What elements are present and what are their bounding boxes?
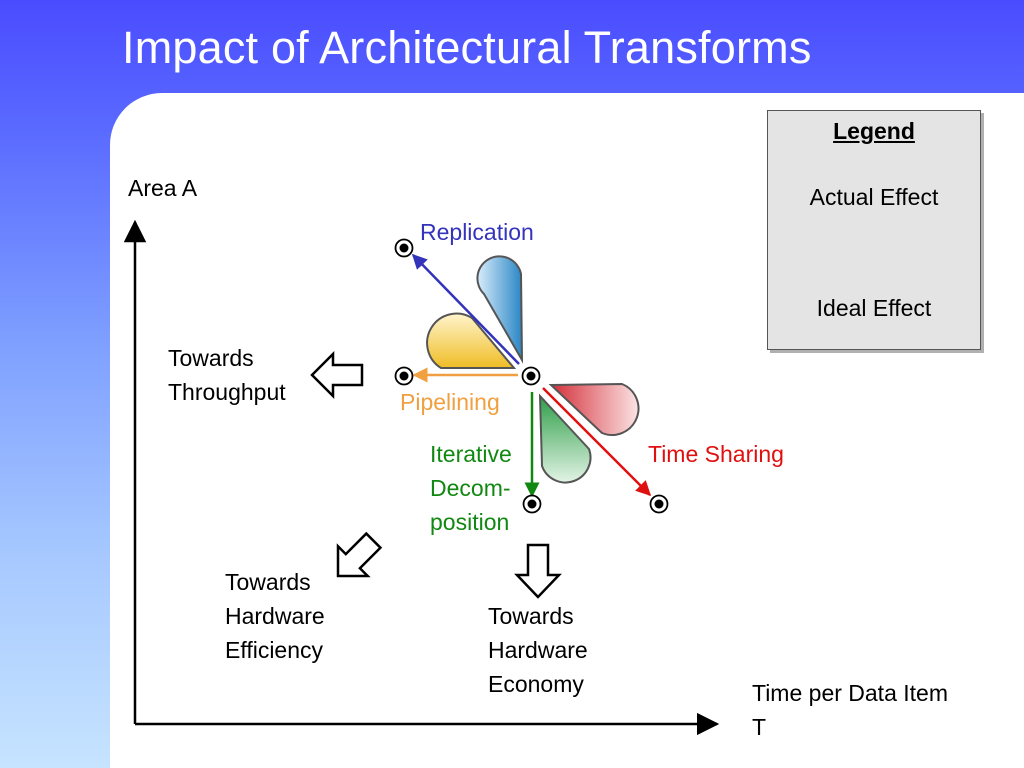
legend-ideal-effect-label: Ideal Effect xyxy=(816,295,932,321)
towards-hardware-efficiency-label: Towards Hardware Efficiency xyxy=(225,565,325,667)
time-sharing-label: Time Sharing xyxy=(648,441,784,467)
economy-line3: Economy xyxy=(488,671,584,697)
towards-throughput-label: Towards Throughput xyxy=(168,341,286,409)
iterative-decomposition-label: Iterative Decom- position xyxy=(430,437,512,539)
throughput-line1: Towards xyxy=(168,345,254,371)
iterative-label-line3: position xyxy=(430,509,510,535)
replication-arrow xyxy=(411,253,520,365)
throughput-line2: Throughput xyxy=(168,379,286,405)
pipelining-label: Pipelining xyxy=(400,389,500,415)
replication-effect-petal xyxy=(476,255,524,364)
efficiency-direction-arrow xyxy=(336,531,383,578)
legend-title: Legend xyxy=(833,118,915,144)
throughput-direction-arrow xyxy=(310,350,364,400)
x-axis-label-line2: T xyxy=(752,714,767,740)
design-point-time-sharing xyxy=(649,494,669,514)
x-axis-label-line1: Time per Data Item xyxy=(752,680,948,706)
towards-hardware-economy-label: Towards Hardware Economy xyxy=(488,599,588,701)
design-point-origin xyxy=(521,366,541,386)
legend-box: Legend Actual Effect Ideal Effect xyxy=(767,110,981,350)
legend-actual-effect-label: Actual Effect xyxy=(809,184,939,210)
design-point-iterative xyxy=(522,494,542,514)
slide-title: Impact of Architectural Transforms xyxy=(122,22,812,73)
iterative-label-line1: Iterative xyxy=(430,441,512,467)
economy-line1: Towards xyxy=(488,603,574,629)
efficiency-line2: Hardware xyxy=(225,603,325,629)
replication-label: Replication xyxy=(420,219,534,245)
design-point-pipelining xyxy=(394,366,414,386)
time-sharing-arrow xyxy=(542,387,652,497)
efficiency-line1: Towards xyxy=(225,569,311,595)
economy-line2: Hardware xyxy=(488,637,588,663)
efficiency-line3: Efficiency xyxy=(225,637,324,663)
iterative-effect-petal xyxy=(538,393,592,484)
pipelining-effect-petal xyxy=(426,312,517,369)
x-axis-label: Time per Data Item T xyxy=(752,676,948,744)
iterative-label-line2: Decom- xyxy=(430,475,511,501)
design-point-replication xyxy=(394,238,414,258)
y-axis-label: Area A xyxy=(128,175,198,201)
time-sharing-effect-petal xyxy=(548,382,640,436)
economy-direction-arrow xyxy=(514,543,562,599)
